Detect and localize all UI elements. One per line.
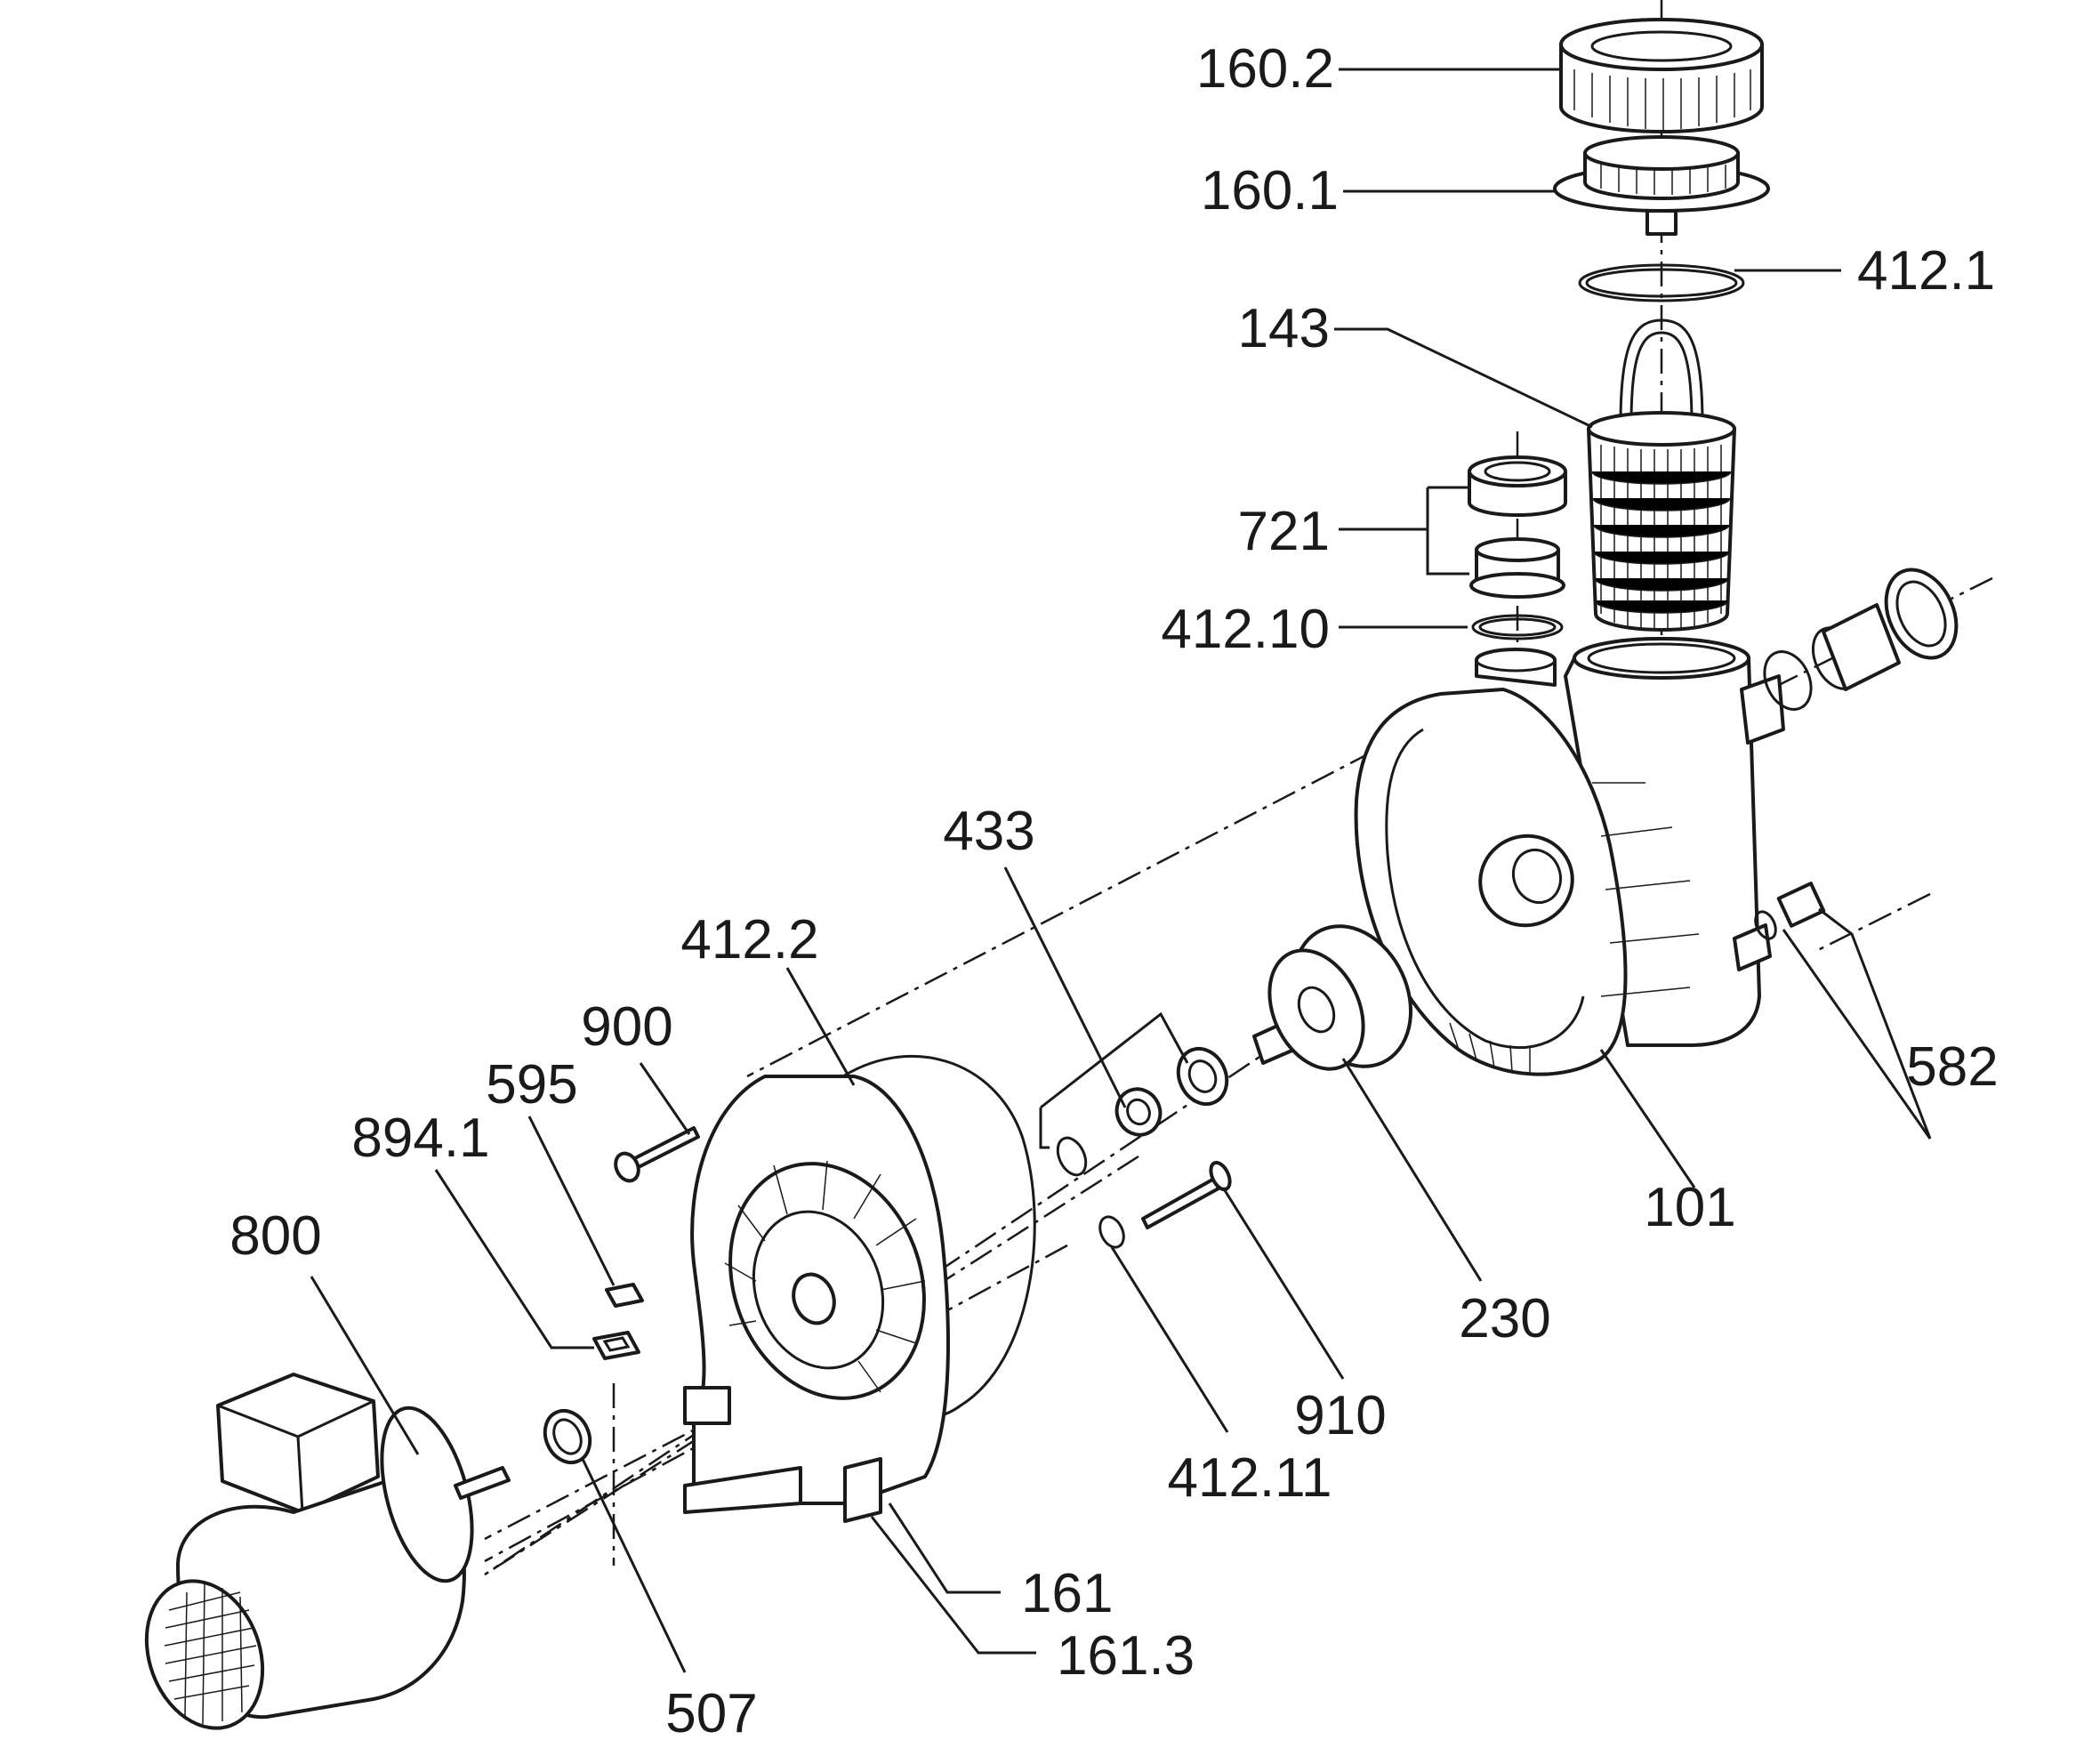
buffer-595-part: [605, 1283, 644, 1308]
small-o-ring-part: [1056, 1136, 1125, 1249]
label-412-10: 412.10: [1161, 599, 1330, 660]
label-230: 230: [1459, 1288, 1550, 1349]
union-o-ring-part: [1471, 614, 1564, 640]
bracket-part: [683, 1075, 950, 1523]
label-412-2: 412.2: [680, 909, 818, 971]
label-161-3: 161.3: [1057, 1625, 1195, 1687]
label-160-1: 160.1: [1201, 160, 1339, 222]
pump-housing-part: [1354, 637, 1785, 1076]
lid-ring-part: [1559, 18, 1764, 133]
label-412-11: 412.11: [1167, 1447, 1332, 1509]
label-910: 910: [1294, 1385, 1386, 1446]
impeller-part: [1252, 924, 1413, 1071]
union-part: [1468, 455, 1567, 599]
label-721: 721: [1238, 501, 1330, 562]
label-160-2: 160.2: [1196, 38, 1334, 100]
leader-lines: [310, 68, 1932, 1673]
label-143: 143: [1238, 298, 1330, 359]
screw-900-part: [614, 1126, 700, 1183]
holder-894-1-part: [592, 1331, 640, 1360]
lid-o-ring-part: [1578, 263, 1745, 302]
bolt-910-part: [1141, 1161, 1232, 1229]
strainer-basket-part: [1587, 318, 1736, 632]
label-900: 900: [581, 996, 672, 1058]
mechanical-seal-part: [1114, 1046, 1229, 1137]
part-labels: 160.2 160.1 412.1 143 721 412.10 433 412…: [229, 38, 1998, 1744]
motor-part: [144, 1373, 511, 1730]
label-161: 161: [1021, 1563, 1113, 1624]
label-582: 582: [1906, 1036, 1998, 1098]
label-412-1: 412.1: [1857, 240, 1995, 302]
label-433: 433: [943, 801, 1034, 862]
outlet-union-part: [1763, 568, 1959, 711]
large-o-ring-part: [835, 1054, 1036, 1421]
label-507: 507: [665, 1683, 757, 1744]
lid-insert-part: [1553, 135, 1770, 236]
label-800: 800: [229, 1205, 321, 1267]
label-595: 595: [486, 1054, 577, 1116]
drain-plug-part: [1754, 882, 1826, 940]
deflector-ring-part: [543, 1408, 592, 1465]
label-894-1: 894.1: [351, 1108, 489, 1169]
label-101: 101: [1644, 1177, 1735, 1238]
